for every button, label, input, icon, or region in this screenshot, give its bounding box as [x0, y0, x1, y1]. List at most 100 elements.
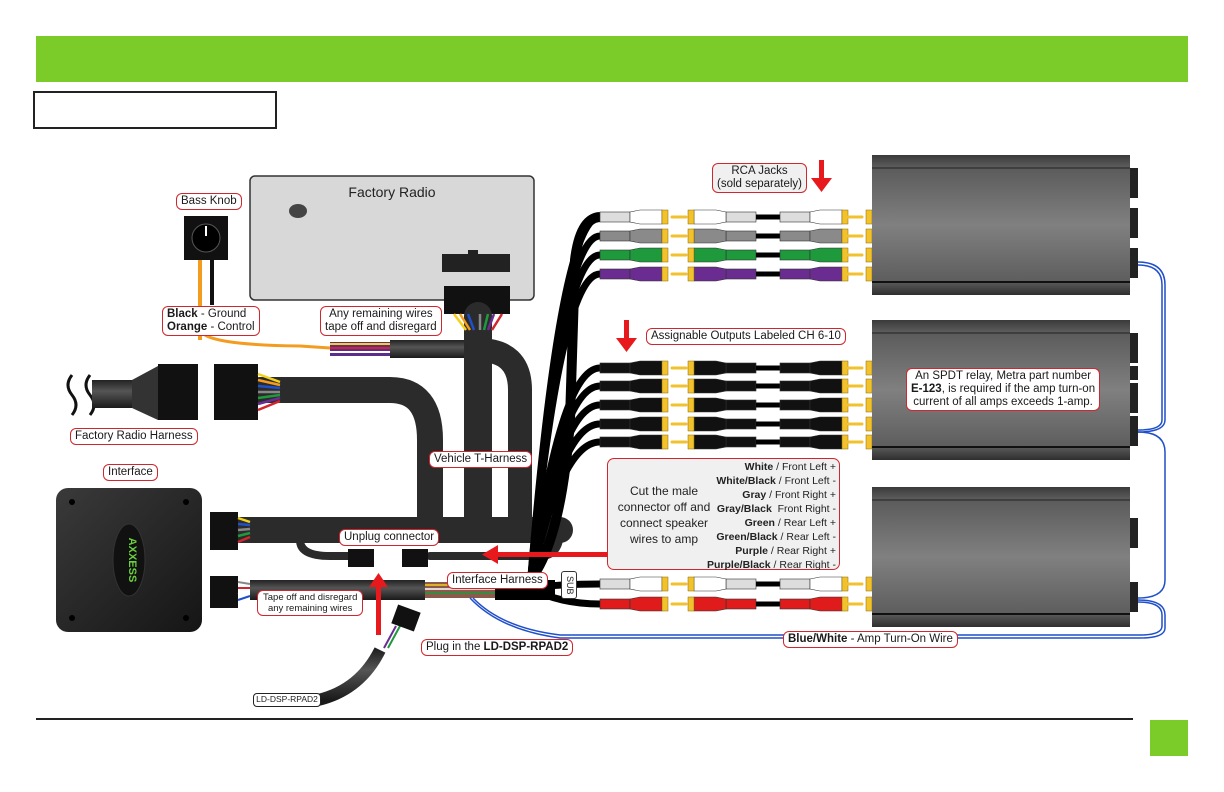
legend-channel: Rear Left -: [786, 531, 836, 543]
rca-row: [599, 576, 873, 592]
amp-rca-input: [865, 434, 873, 450]
interface-label: Interface: [103, 464, 158, 481]
rca-row: [599, 434, 873, 450]
amp-rca-input: [865, 378, 873, 394]
rca-plug: [779, 209, 849, 225]
legend-wire-color: White: [744, 461, 774, 473]
knob-wire-function: - Ground: [197, 308, 247, 320]
rca-plug: [599, 247, 669, 263]
rca-plug: [779, 416, 849, 432]
rca-row: [599, 360, 873, 376]
rca-plug: [599, 434, 669, 450]
plug-in-part-number: LD-DSP-RPAD2: [483, 641, 569, 653]
rca-plug: [599, 360, 669, 376]
rca-plug: [687, 266, 757, 282]
legend-channel: Front Right +: [775, 489, 836, 501]
factory-radio-harness: [66, 364, 281, 420]
rca-plug: [687, 228, 757, 244]
amp-rca-input: [865, 209, 873, 225]
legend-wire-color: Gray: [742, 489, 767, 501]
rca-fanout-cables: [516, 212, 601, 608]
amp-rca-input: [865, 247, 873, 263]
rca-plug: [779, 397, 849, 413]
amplifier-1: [872, 155, 1138, 295]
header-banner: [36, 36, 1188, 82]
legend-separator: /: [775, 475, 785, 487]
legend-channel: Front Right -: [777, 503, 836, 515]
legend-channel: Rear Right +: [776, 545, 836, 557]
amp-rca-input: [865, 416, 873, 432]
arrow-rca-jacks: [811, 160, 832, 192]
legend-entry: Green/Black / Rear Left -: [706, 530, 836, 544]
rca-plug: [687, 576, 757, 592]
legend-wire-color: White/Black: [716, 475, 776, 487]
turn-on-wire-label: Blue/White - Amp Turn-On Wire: [783, 631, 958, 648]
rca-plug: [687, 378, 757, 394]
taped-wire-bundle: [330, 340, 470, 358]
bass-knob-label: Bass Knob: [176, 193, 242, 210]
rca-row: [599, 228, 873, 244]
amplifier-3: [872, 487, 1138, 627]
rca-plug: [687, 434, 757, 450]
legend-wire-color: Purple/Black: [707, 559, 771, 571]
rca-plug: [599, 576, 669, 592]
legend-entry: White / Front Left +: [706, 460, 836, 474]
interface-module: AXXESS: [56, 488, 251, 632]
relay-part-number: E-123: [911, 383, 942, 395]
tape-off-label: Tape off and disregard any remaining wir…: [257, 590, 364, 616]
rca-plug: [687, 397, 757, 413]
tape-off-line1: Tape off and disregard: [263, 592, 358, 603]
legend-channel: Rear Right -: [779, 559, 836, 571]
vehicle-t-harness-label: Vehicle T-Harness: [429, 451, 533, 468]
factory-radio: [249, 175, 535, 314]
amp-rca-input: [865, 397, 873, 413]
legend-entry: Gray / Front Right +: [706, 488, 836, 502]
legend-wire-color: Purple: [735, 545, 768, 557]
speaker-wire-legend: Cut the male connector off and connect s…: [607, 458, 840, 572]
rca-plug: [599, 397, 669, 413]
legend-separator: /: [773, 461, 782, 473]
fanout-trunk: [516, 212, 601, 594]
legend-separator: /: [766, 489, 775, 501]
legend-entry: Purple / Rear Right +: [706, 544, 836, 558]
sub-tag: SUB: [561, 571, 577, 599]
amp-rca-input: [865, 228, 873, 244]
rca-plug: [779, 596, 849, 612]
rca-row: [599, 397, 873, 413]
turn-on-wire-color: Blue/White: [788, 633, 848, 645]
legend-wire-color: Green: [744, 517, 775, 529]
arrow-up-connector: [369, 573, 388, 635]
relay-note-line3: current of all amps exceeds 1-amp.: [913, 396, 1093, 408]
plug-in-label: Plug in the LD-DSP-RPAD2: [421, 639, 574, 656]
rca-plug: [687, 247, 757, 263]
remaining-wires-line2: tape off and disregard: [325, 321, 437, 333]
rca-plug: [599, 266, 669, 282]
page-number-tab: [1150, 720, 1188, 756]
remaining-wires-label: Any remaining wires tape off and disrega…: [320, 306, 442, 336]
legend-instruction: Cut the male connector off and connect s…: [617, 484, 711, 546]
title-box: [33, 91, 277, 129]
legend-separator: /: [774, 517, 784, 529]
knob-wire-color: Orange: [167, 321, 208, 333]
rca-plug: [779, 247, 849, 263]
legend-wire-color: Green/Black: [716, 531, 778, 543]
plug-in-prefix: Plug in the: [426, 641, 484, 653]
relay-note: An SPDT relay, Metra part number E-123, …: [906, 368, 1101, 411]
footer-rule: [36, 718, 1133, 720]
amp-rca-input: [865, 360, 873, 376]
rca-plug: [687, 416, 757, 432]
rca-jacks-line1: RCA Jacks: [731, 165, 788, 177]
legend-separator: /: [767, 545, 777, 557]
rca-plug: [599, 416, 669, 432]
rca-row: [599, 596, 873, 612]
rpad2-cable-tag: LD-DSP-RPAD2: [253, 693, 321, 707]
rca-row: [599, 266, 873, 282]
rca-jacks-label: RCA Jacks (sold separately): [712, 163, 808, 193]
legend-entry: White/Black / Front Left -: [706, 474, 836, 488]
unplug-connector-male: [348, 549, 374, 567]
relay-note-line2: , is required if the amp turn-on: [941, 383, 1096, 395]
rca-jacks-line2: (sold separately): [717, 178, 803, 190]
arrow-assignable-outputs: [616, 320, 637, 352]
legend-entry: Purple/Black / Rear Right -: [706, 558, 836, 572]
